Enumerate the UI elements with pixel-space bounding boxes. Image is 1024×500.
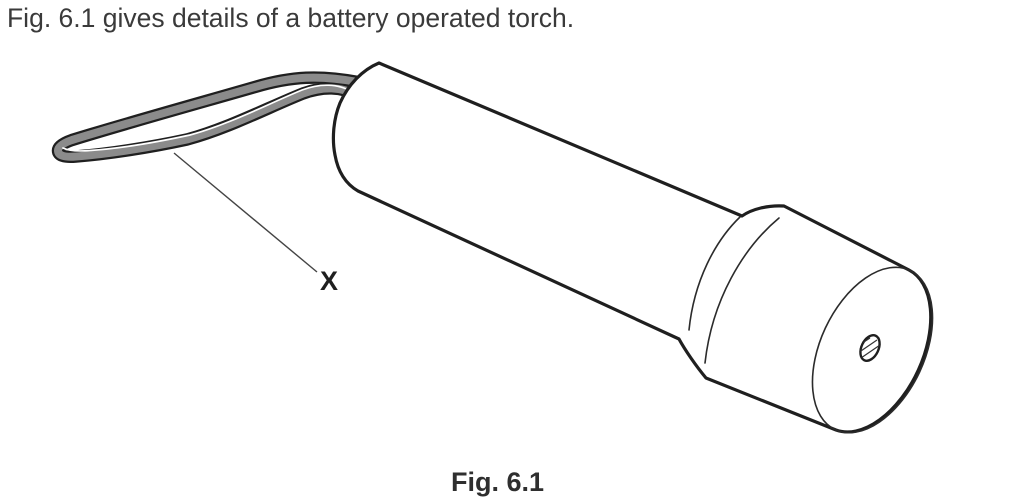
head-shoulder-arc-2: [704, 217, 780, 364]
wrist-strap-highlight: [62, 84, 353, 152]
wrist-strap: [51, 71, 365, 163]
part-label-x: X: [320, 266, 338, 296]
leader-line: [173, 152, 318, 273]
wrist-strap-cord: [54, 73, 362, 161]
head-shoulder-arc-1: [688, 216, 741, 331]
torch-body: [331, 61, 933, 434]
front-face-rim: [811, 266, 934, 434]
figure-intro-text: Fig. 6.1 gives details of a battery oper…: [7, 3, 575, 33]
lens-hole-shading: [859, 336, 869, 354]
figure-caption: Fig. 6.1: [451, 467, 545, 497]
